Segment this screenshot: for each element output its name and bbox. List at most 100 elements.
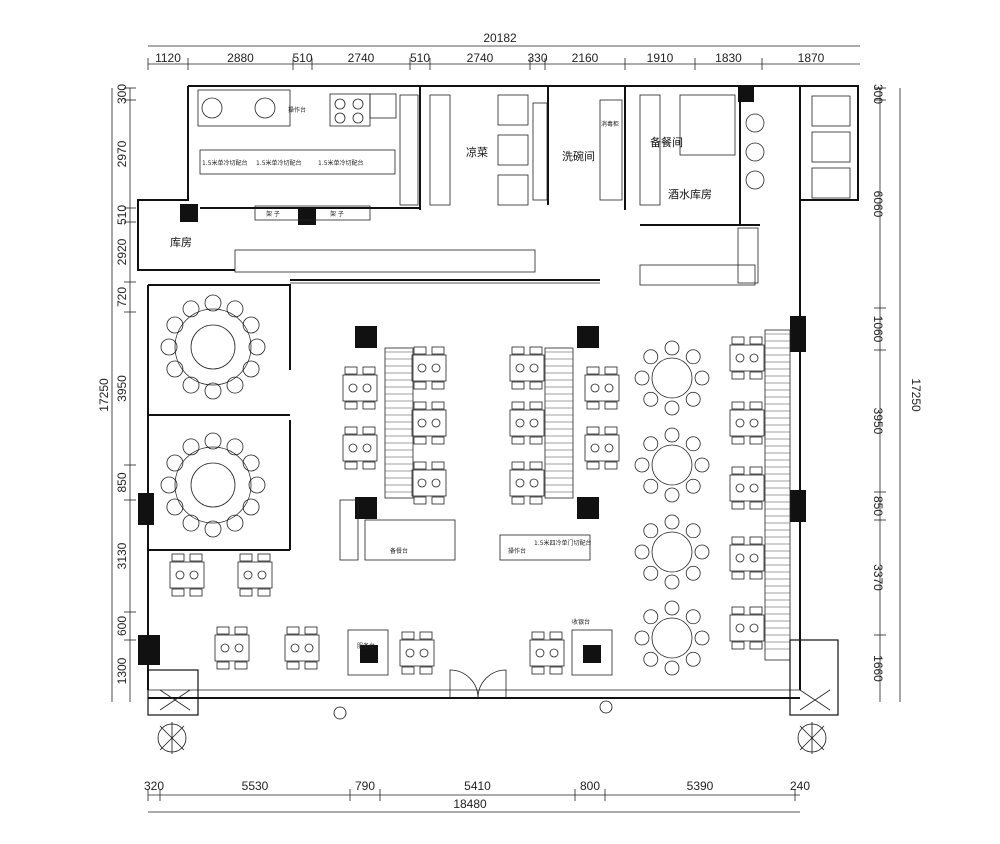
four-seat-table [584, 366, 620, 410]
four-seat-table [342, 366, 378, 410]
four-seat-table [237, 553, 273, 597]
top-dim-segment: 1910 [647, 51, 674, 65]
round-table [634, 427, 710, 503]
bottom-dim-segment: 240 [790, 779, 810, 793]
chair [204, 520, 222, 538]
top-dim-segment: 1870 [798, 51, 825, 65]
work-table-label: 操作台 [288, 106, 306, 114]
four-seat-table [729, 606, 765, 650]
dimension-lines [111, 45, 901, 813]
bottom-dim-segment: 800 [580, 779, 600, 793]
top-dim-segment: 2880 [227, 51, 254, 65]
four-seat-table [169, 553, 205, 597]
four-seat-table [509, 346, 545, 390]
left-dim-segment: 300 [115, 84, 129, 104]
storage-label: 库房 [170, 236, 192, 249]
serving-counter-label: 备餐台 [390, 547, 408, 555]
bottom-dim-segment: 5530 [242, 779, 269, 793]
shelf-b-label: 架 子 [330, 210, 344, 218]
top-dim-segment: 1120 [155, 51, 181, 65]
prep-room-label: 备餐间 [650, 135, 683, 149]
four-seat-table [214, 626, 250, 670]
chair [248, 338, 266, 356]
cashier-label: 收银台 [572, 618, 590, 626]
top-dim-segment: 2740 [467, 51, 494, 65]
chair [166, 498, 184, 516]
chair [242, 316, 260, 334]
square-tables [169, 336, 765, 675]
kitchen-fixtures [197, 89, 851, 284]
four-seat-table [729, 401, 765, 445]
round-table [634, 340, 710, 416]
left-dim-segment: 2920 [115, 238, 129, 265]
four-seat-table [509, 401, 545, 445]
chair [226, 376, 244, 394]
four-seat-table [729, 336, 765, 380]
top-total-dim: 20182 [483, 31, 517, 45]
four-seat-table [411, 401, 447, 445]
sterilizer-label: 消毒柜 [601, 120, 619, 128]
left-dim-segment: 510 [115, 205, 129, 225]
chair [242, 498, 260, 516]
kitchen-partitions [200, 86, 801, 286]
chair [242, 360, 260, 378]
four-seat-table [584, 426, 620, 470]
bottom-dim-segment: 320 [144, 779, 164, 793]
left-total-dim: 17250 [97, 378, 111, 412]
right-total-dim: 17250 [909, 378, 923, 412]
left-dim-segment: 3130 [115, 542, 129, 569]
four-seat-table [284, 626, 320, 670]
buffet-counters [339, 329, 791, 661]
chair [182, 300, 200, 318]
left-dim-segment: 720 [115, 287, 129, 307]
left-dim-segment: 600 [115, 616, 129, 636]
chair [204, 294, 222, 312]
four-seat-table [729, 536, 765, 580]
cut-table-3-label: 1.5米单冷切配台 [318, 159, 364, 167]
chair [166, 454, 184, 472]
cut-counter-label: 1.5米四冷单门切配台 [534, 539, 592, 547]
four-seat-table [509, 461, 545, 505]
service-desk-label: 服务台 [357, 642, 375, 650]
chair [166, 316, 184, 334]
round-table [634, 514, 710, 590]
left-dim-segment: 1300 [115, 657, 129, 684]
outer-walls [137, 85, 859, 699]
cut-table-2-label: 1.5米单冷切配台 [256, 159, 302, 167]
chair [226, 514, 244, 532]
four-seat-table [411, 346, 447, 390]
round-tables [634, 340, 710, 676]
pillars [138, 86, 806, 665]
top-dim-segment: 1830 [715, 51, 742, 65]
chair [248, 476, 266, 494]
four-seat-table [529, 631, 565, 675]
chair [226, 300, 244, 318]
left-dim-segment: 850 [115, 472, 129, 492]
chair [160, 476, 178, 494]
top-dim-segment: 2160 [572, 51, 599, 65]
chair [242, 454, 260, 472]
four-seat-table [399, 631, 435, 675]
service-desks [347, 629, 613, 676]
right-dim-segment: 1060 [871, 316, 885, 343]
top-dim-segment: 330 [527, 51, 547, 65]
chair [166, 360, 184, 378]
right-dim-segment: 300 [871, 84, 885, 104]
top-dim-segment: 510 [292, 51, 312, 65]
cold-dish-label: 凉菜 [466, 145, 488, 159]
chair [226, 438, 244, 456]
chair [204, 382, 222, 400]
private-room-tables [160, 294, 266, 538]
bottom-dim-segment: 790 [355, 779, 375, 793]
beverage-store-label: 酒水库房 [668, 188, 712, 201]
dishwashing-label: 洗碗间 [562, 149, 595, 163]
bottom-dim-segment: 5390 [687, 779, 714, 793]
cut-table-1-label: 1.5米单冷切配台 [202, 159, 248, 167]
four-seat-table [729, 466, 765, 510]
four-seat-table [342, 426, 378, 470]
